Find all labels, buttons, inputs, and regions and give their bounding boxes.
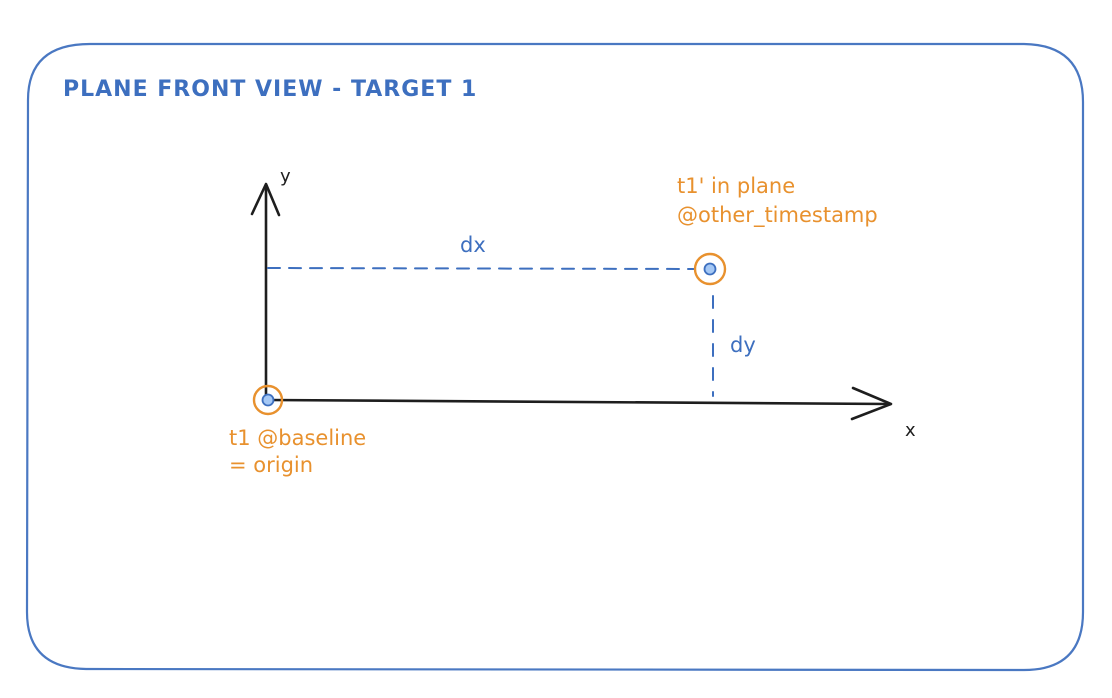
y-axis-arrowhead bbox=[250, 182, 281, 217]
origin-highlight-ring bbox=[252, 384, 284, 416]
dx-dashed-line bbox=[267, 267, 695, 270]
x-axis-line bbox=[266, 398, 892, 406]
dy-label: dy bbox=[730, 333, 756, 357]
origin-point bbox=[261, 393, 275, 407]
diagram-title: PLANE FRONT VIEW - TARGET 1 bbox=[63, 77, 477, 102]
diagram-frame bbox=[25, 42, 1085, 672]
x-axis-arrowhead bbox=[850, 386, 893, 421]
x-axis-label: x bbox=[905, 420, 916, 441]
target-point bbox=[703, 262, 717, 276]
target-label-line2: @other_timestamp bbox=[677, 203, 878, 228]
dx-label: dx bbox=[460, 233, 486, 257]
origin-label-line2: = origin bbox=[229, 453, 313, 477]
y-axis-label: y bbox=[280, 166, 291, 187]
origin-label-line1: t1 @baseline bbox=[229, 426, 366, 450]
target-highlight-ring bbox=[693, 252, 727, 286]
target-label-line1: t1' in plane bbox=[677, 174, 795, 198]
